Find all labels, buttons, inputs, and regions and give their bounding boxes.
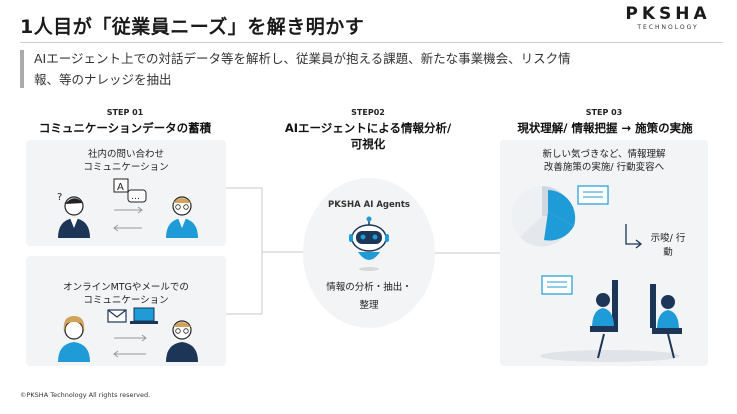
hub-text-line-2: 整理 <box>359 300 379 311</box>
action-arrow-icon <box>625 224 640 245</box>
robot-icon <box>349 216 389 271</box>
description-line-1: AIエージェント上での対話データ等を解析し、従業員が抱える課題、新たな事業機会、… <box>34 51 571 66</box>
logo-sub-text: TECHNOLOGY <box>637 24 699 31</box>
step2-title: AIエージェントによる情報分析/ 可視化 <box>258 120 478 152</box>
svg-text:A: A <box>117 182 124 193</box>
step1-to-step2-connector <box>226 187 304 315</box>
description: AIエージェント上での対話データ等を解析し、従業員が抱える課題、新たな事業機会、… <box>34 48 694 90</box>
report-icon <box>541 275 573 295</box>
workers-illustration <box>540 280 682 362</box>
step2-label: STEP02 <box>351 108 385 117</box>
meeting-illustration <box>58 307 198 362</box>
svg-text:…: … <box>131 192 140 202</box>
step1-panel-meeting-text: オンラインMTGやメールでの コミュニケーション <box>26 281 226 307</box>
copyright-footer: ©PKSHA Technology All rights reserved. <box>20 391 151 399</box>
svg-text:?: ? <box>57 192 62 203</box>
person-woman-icon <box>58 316 90 362</box>
page-title: 1人目が「従業員ニーズ」を解き明かす <box>20 16 365 38</box>
action-text: 示唆/ 行 動 <box>640 232 696 260</box>
step2-title-line-1: AIエージェントによる情報分析/ <box>284 121 452 135</box>
action-line-2: 動 <box>663 247 673 258</box>
step1-panel-inquiry-text: 社内の問い合わせ コミュニケーション <box>26 148 226 174</box>
step3-line-2: 改善施策の実施/ 行動変容へ <box>543 162 665 173</box>
hub-text-line-1: 情報の分析・抽出・ <box>326 282 412 293</box>
document-icon <box>577 185 609 205</box>
step3-label: STEP 03 <box>585 108 623 117</box>
description-accent-bar <box>20 50 24 88</box>
hub-title: PKSHA AI Agents <box>328 200 410 210</box>
step3-line-1: 新しい気づきなど、情報理解 <box>542 149 666 160</box>
step1-label: STEP 01 <box>106 108 144 117</box>
mail-icon <box>107 309 127 323</box>
step1-title: コミュニケーションデータの蓄積 <box>38 121 212 135</box>
action-line-1: 示唆/ 行 <box>650 233 686 244</box>
title-divider <box>20 42 723 43</box>
step2-title-line-2: 可視化 <box>350 137 386 151</box>
meeting-line-1: オンラインMTGやメールでの <box>63 282 189 293</box>
laptop-icon <box>130 307 158 324</box>
description-line-2: 報、等のナレッジを抽出 <box>34 72 172 87</box>
pie-chart-icon <box>511 185 576 247</box>
inquiry-line-1: 社内の問い合わせ <box>87 149 164 160</box>
chat-bubble-icon: A … <box>113 178 147 203</box>
inquiry-illustration: ? A … <box>57 178 198 238</box>
hub-text: 情報の分析・抽出・ 整理 <box>303 279 435 315</box>
step3-title: 現状理解/ 情報把握 → 施策の実施 <box>517 121 693 135</box>
inquiry-line-2: コミュニケーション <box>83 162 169 173</box>
meeting-line-2: コミュニケーション <box>83 295 169 306</box>
person-man-icon <box>166 320 198 362</box>
step3-panel-text: 新しい気づきなど、情報理解 改善施策の実施/ 行動変容へ <box>500 148 708 174</box>
step2-to-step3-connector <box>435 252 500 254</box>
person-asking-icon: ? <box>57 192 90 238</box>
person-answering-icon <box>166 196 198 238</box>
logo-main-text: PKSHA <box>625 4 711 24</box>
insight-illustration <box>511 185 682 362</box>
company-logo: PKSHA TECHNOLOGY <box>618 4 718 31</box>
